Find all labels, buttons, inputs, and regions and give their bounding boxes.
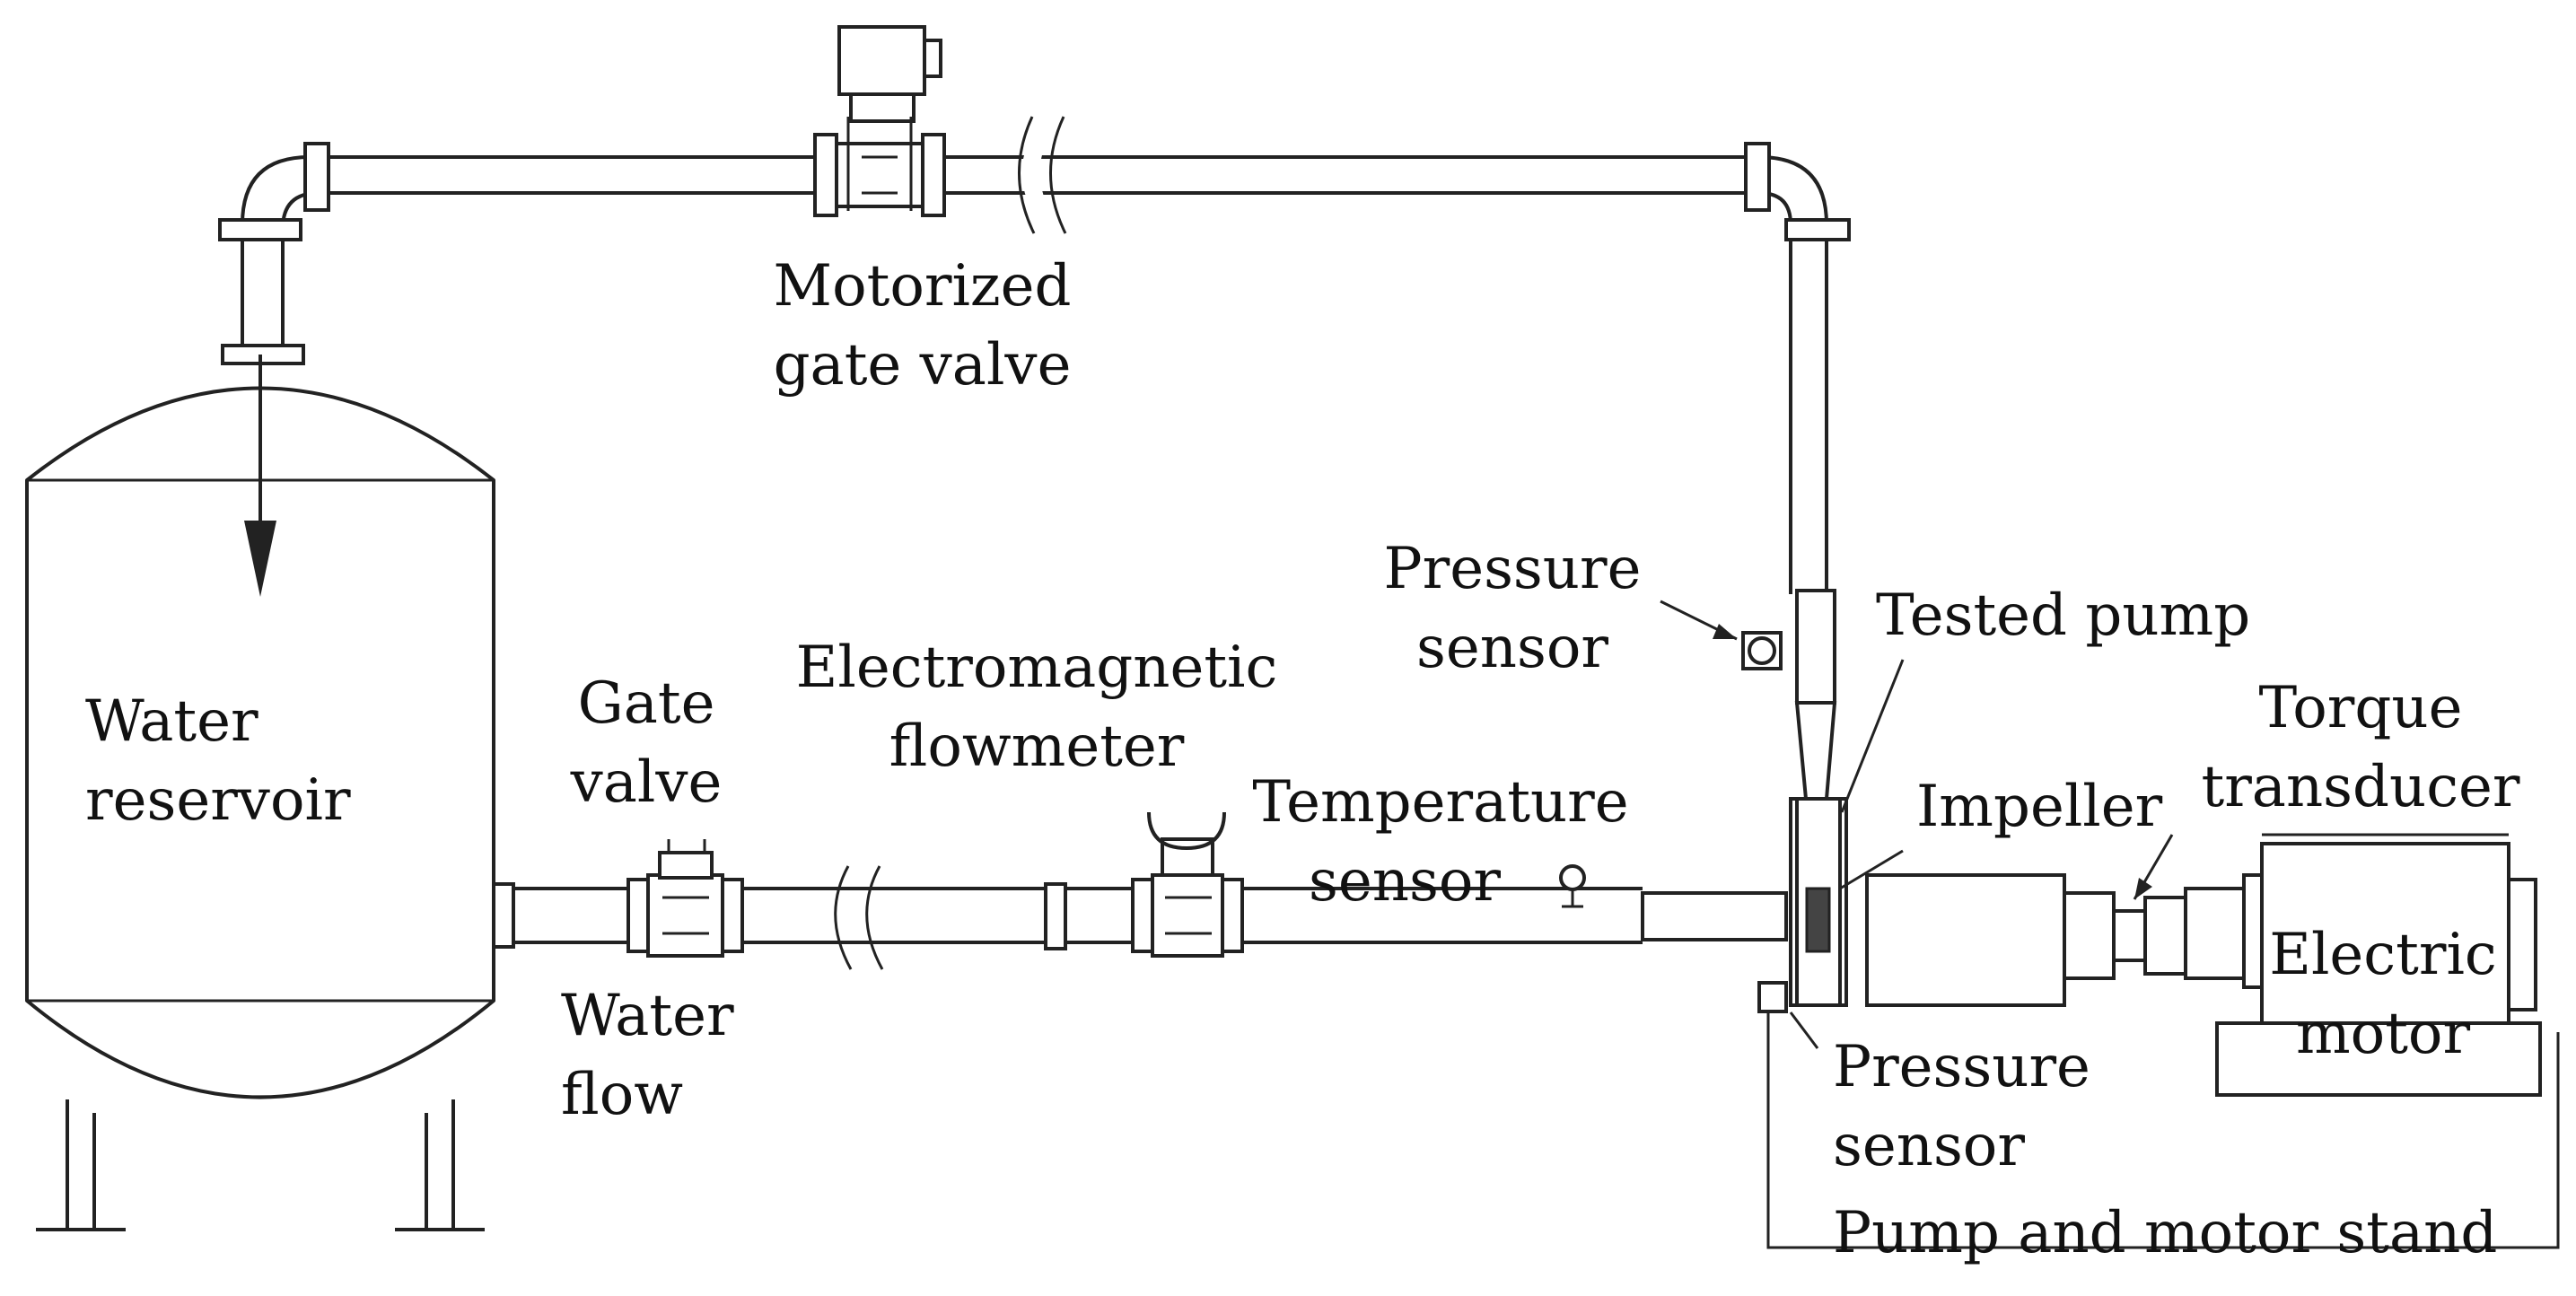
- label-torque-transducer: Torque transducer: [2201, 675, 2520, 820]
- label-pressure-sensor-bottom: Pressure sensor: [1833, 1034, 2090, 1179]
- inflow-arrow: [244, 355, 276, 597]
- label-water-flow: Water flow: [561, 983, 734, 1128]
- label-tested-pump: Tested pump: [1876, 582, 2251, 649]
- water-reservoir-tank: [25, 386, 515, 1231]
- label-motorized-gate-valve: Motorized gate valve: [773, 253, 1072, 398]
- label-electric-motor: Electric motor: [2269, 922, 2497, 1067]
- tested-pump-symbol: [1741, 589, 2560, 1249]
- motorized-gate-valve-symbol: [813, 25, 946, 217]
- label-water-reservoir: Water reservoir: [85, 688, 351, 834]
- leader-lines: [1660, 600, 2174, 1049]
- label-electromagnetic-flowmeter: Electromagnetic flowmeter: [795, 635, 1278, 780]
- label-temperature-sensor: Temperature sensor: [1252, 769, 1629, 915]
- return-pipe: [218, 116, 1851, 594]
- label-impeller: Impeller: [1916, 774, 2163, 840]
- label-pressure-sensor-top: Pressure sensor: [1383, 536, 1642, 681]
- label-gate-valve: Gate valve: [570, 670, 723, 816]
- inlet-pipe: [513, 811, 1788, 970]
- label-pump-and-motor-stand: Pump and motor stand: [1833, 1200, 2498, 1266]
